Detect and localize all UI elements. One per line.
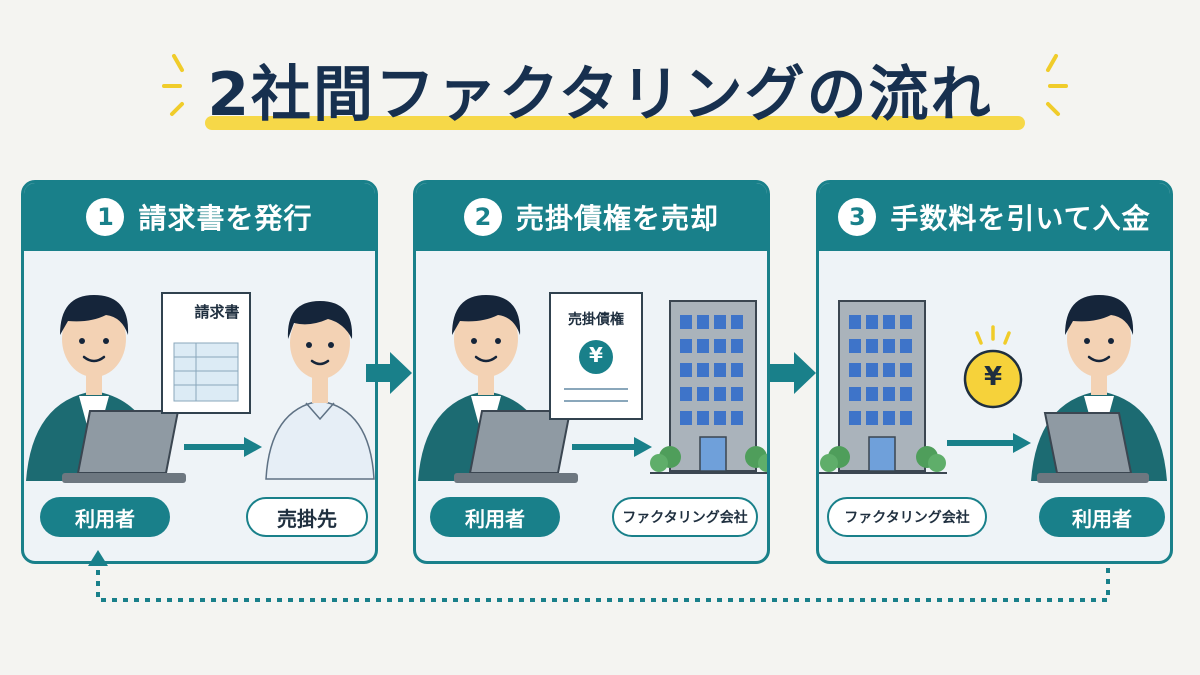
title-highlight: [205, 116, 1025, 130]
step-1-header: 1 請求書を発行: [24, 183, 375, 251]
yen-coin-icon: [963, 325, 1023, 409]
step-2-number: 2: [463, 198, 502, 236]
step-3-panel: 3 手数料を引いて入金: [816, 180, 1173, 564]
office-building-icon: [819, 300, 947, 474]
office-building-icon: [650, 300, 767, 474]
step-3-number: 3: [838, 198, 877, 236]
yen-symbol-2: ¥: [983, 362, 1003, 392]
arrow-step-2-to-3-icon: [770, 352, 816, 394]
invoice-document-icon: [161, 292, 251, 414]
receivable-document-icon: [549, 292, 643, 420]
step-2-illustration: [418, 292, 767, 483]
step-2-header: 2 売掛債権を売却: [416, 183, 767, 251]
sparkle-right-icon: [1046, 54, 1068, 116]
arrow-right-icon: [184, 437, 262, 457]
step-3-header: 3 手数料を引いて入金: [819, 183, 1170, 251]
step-3-title: 手数料を引いて入金: [890, 202, 1151, 235]
laptop-icon: [62, 410, 186, 483]
customer-icon: [265, 301, 375, 480]
step-1-number: 1: [86, 198, 125, 236]
title-area: 2社間ファクタリングの流れ: [0, 42, 1200, 142]
role-factoring-company-2: ファクタリング会社: [827, 497, 987, 537]
role-user-2: 利用者: [430, 497, 560, 537]
role-customer: 売掛先: [246, 497, 368, 537]
receivable-label: 売掛債権: [568, 312, 624, 328]
role-factoring-company-1: ファクタリング会社: [612, 497, 758, 537]
arrow-right-icon: [947, 433, 1031, 453]
laptop-icon: [1037, 412, 1149, 483]
step-1-panel: 1 請求書を発行: [21, 180, 378, 564]
step-3-illustration: [819, 295, 1167, 483]
page-title: 2社間ファクタリングの流れ: [207, 60, 993, 130]
step-1-illustration: [26, 292, 375, 483]
step-1-title: 請求書を発行: [138, 202, 313, 235]
step-2-panel: 2 売掛債権を売却: [413, 180, 770, 564]
arrow-step-1-to-2-icon: [366, 352, 412, 394]
invoice-label: 請求書: [194, 303, 240, 321]
yen-symbol-1: ¥: [589, 343, 603, 367]
role-user-3: 利用者: [1039, 497, 1165, 537]
role-user-1: 利用者: [40, 497, 170, 537]
step-2-title: 売掛債権を売却: [515, 202, 719, 235]
laptop-icon: [454, 410, 578, 483]
arrow-right-icon: [572, 437, 652, 457]
sparkle-left-icon: [162, 54, 184, 116]
